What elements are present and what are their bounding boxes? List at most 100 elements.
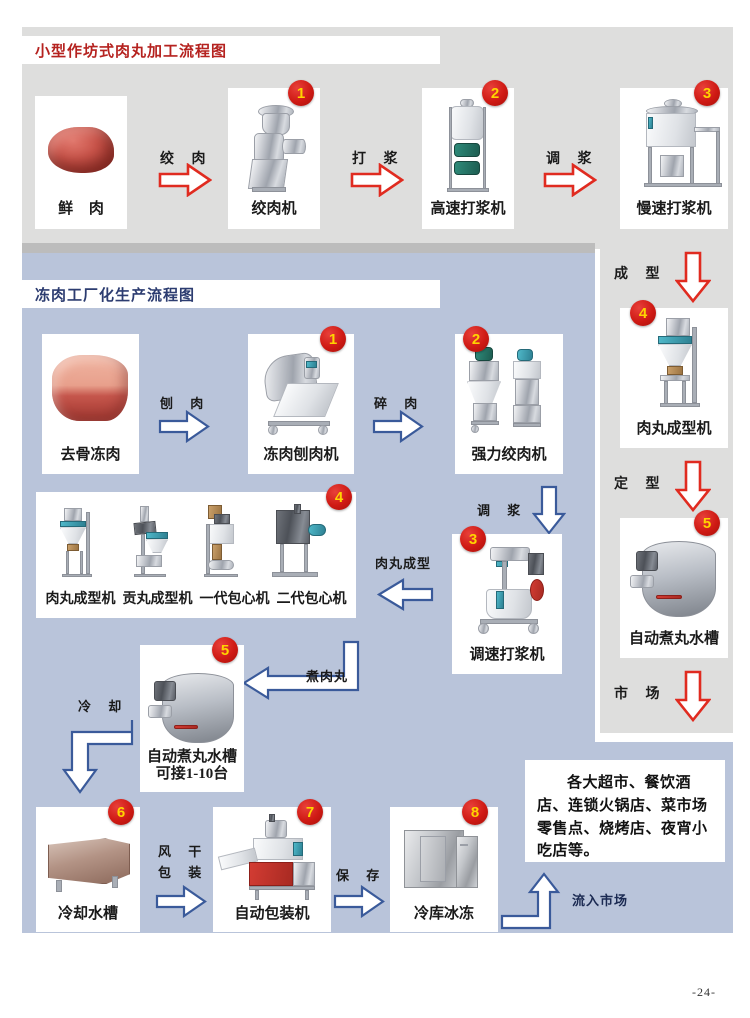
badge-5-right: 5 bbox=[694, 510, 720, 536]
arrow-right-blue-4 bbox=[333, 885, 385, 918]
card-cooling-tank[interactable]: 冷却水槽 6 bbox=[36, 799, 140, 932]
market-text-box: 各大超市、餐饮酒店、连锁火锅店、菜市场零售点、烧烤店、夜宵小吃店等。 bbox=[525, 760, 725, 862]
card-slow-speed-beater[interactable]: 慢速打浆机 3 bbox=[620, 80, 728, 229]
forming-machine-label-2: 贡丸成型机 bbox=[122, 592, 193, 608]
top-section-title: 小型作坊式肉丸加工流程图 bbox=[35, 43, 228, 60]
card-meat-grinder[interactable]: 绞肉机 1 bbox=[228, 80, 320, 229]
arrow-elbow-down-blue bbox=[62, 718, 134, 796]
arrow-elbow-left-blue bbox=[240, 640, 360, 702]
card-auto-boiling-tank-bottom[interactable]: 自动煮丸水槽 可接1-10台 5 bbox=[140, 637, 244, 792]
bottom-section-title-bar: 冻肉工厂化生产流程图 bbox=[22, 280, 440, 308]
arrow-down-red-2 bbox=[675, 460, 711, 512]
market-flow-label: 流入市场 bbox=[572, 893, 629, 908]
card-auto-packing-machine[interactable]: 自动包装机 7 bbox=[213, 799, 331, 932]
step-label-market: 市 场 bbox=[614, 687, 667, 702]
badge-4-right: 4 bbox=[630, 300, 656, 326]
auto-packing-machine-photo bbox=[213, 812, 331, 906]
meat-grinder-photo bbox=[228, 93, 320, 201]
cold-storage-photo bbox=[390, 812, 498, 906]
arrow-right-red-2 bbox=[350, 163, 404, 197]
frozen-meat-slicer-photo bbox=[248, 339, 354, 447]
arrow-down-red-1 bbox=[675, 251, 711, 303]
card-boneless-frozen-meat[interactable]: 去骨冻肉 bbox=[42, 334, 139, 474]
step-label-forming: 肉丸成型 bbox=[375, 556, 432, 571]
arrow-right-red-3 bbox=[543, 163, 597, 197]
card-caption: 自动煮丸水槽 bbox=[628, 631, 719, 648]
card-forming-machines-group[interactable]: 肉丸成型机 贡丸成型机 一代包心机 二代包心机 4 bbox=[36, 484, 356, 618]
step-label-slurry-bottom: 调 浆 bbox=[477, 503, 528, 518]
slow-speed-beater-photo bbox=[620, 93, 728, 201]
card-auto-boiling-tank-right[interactable]: 自动煮丸水槽 5 bbox=[620, 510, 728, 658]
card-caption: 肉丸成型机 bbox=[636, 421, 712, 438]
step-label-cool: 冷 却 bbox=[78, 699, 129, 714]
arrow-down-blue-1 bbox=[532, 485, 566, 535]
step-label-setting: 定 型 bbox=[614, 477, 667, 492]
badge-8: 8 bbox=[462, 799, 488, 825]
forming-machine-label-1: 肉丸成型机 bbox=[45, 592, 116, 608]
card-caption: 冷库冰冻 bbox=[413, 906, 474, 923]
badge-4-bottom: 4 bbox=[326, 484, 352, 510]
card-caption-line1: 自动煮丸水槽 bbox=[146, 748, 237, 765]
badge-3-bottom: 3 bbox=[460, 526, 486, 552]
step-label-packing: 包 装 bbox=[158, 865, 209, 880]
card-caption: 自动包装机 bbox=[234, 906, 310, 923]
auto-boiling-tank-photo bbox=[620, 523, 728, 631]
badge-1-bottom: 1 bbox=[320, 326, 346, 352]
card-caption-line2: 可接1-10台 bbox=[155, 766, 229, 783]
card-variable-speed-beater[interactable]: 调速打浆机 3 bbox=[452, 526, 562, 674]
card-caption: 强力绞肉机 bbox=[471, 447, 547, 464]
card-caption: 冻肉刨肉机 bbox=[263, 447, 339, 464]
forming-machine-label-3: 一代包心机 bbox=[199, 592, 270, 608]
arrow-down-red-3 bbox=[675, 670, 711, 722]
card-caption: 冷却水槽 bbox=[57, 906, 118, 923]
step-label-boil: 煮肉丸 bbox=[306, 669, 349, 684]
market-text: 各大超市、餐饮酒店、连锁火锅店、菜市场零售点、烧烤店、夜宵小吃店等。 bbox=[537, 775, 708, 860]
page-number: -24- bbox=[692, 985, 716, 999]
card-meatball-forming-machine[interactable]: 肉丸成型机 4 bbox=[620, 300, 728, 448]
card-heavy-duty-grinder[interactable]: 强力绞肉机 2 bbox=[455, 326, 563, 474]
card-caption: 绞肉机 bbox=[251, 201, 297, 218]
arrow-left-blue-1 bbox=[376, 578, 434, 611]
section-divider-band bbox=[22, 243, 595, 254]
step-label-crush: 碎 肉 bbox=[374, 396, 425, 411]
top-section-title-bar: 小型作坊式肉丸加工流程图 bbox=[22, 36, 440, 64]
bottom-section-title: 冻肉工厂化生产流程图 bbox=[35, 287, 196, 304]
arrow-up-elbow-blue bbox=[500, 870, 570, 930]
forming-machines-photo bbox=[36, 500, 356, 592]
step-label-air-dry: 风 干 bbox=[158, 844, 209, 859]
badge-1: 1 bbox=[288, 80, 314, 106]
badge-7: 7 bbox=[297, 799, 323, 825]
top-section-background bbox=[22, 27, 733, 249]
meatball-forming-machine-photo bbox=[620, 313, 728, 421]
card-caption: 鲜 肉 bbox=[58, 201, 110, 218]
card-cold-storage[interactable]: 冷库冰冻 8 bbox=[390, 799, 498, 932]
variable-speed-beater-photo bbox=[452, 539, 562, 647]
badge-3: 3 bbox=[694, 80, 720, 106]
badge-2-bottom: 2 bbox=[463, 326, 489, 352]
arrow-right-blue-3 bbox=[155, 885, 207, 918]
card-caption: 慢速打浆机 bbox=[636, 201, 712, 218]
forming-machine-label-4: 二代包心机 bbox=[276, 592, 347, 608]
badge-5-bottom: 5 bbox=[212, 637, 238, 663]
card-caption: 去骨冻肉 bbox=[60, 447, 121, 464]
card-high-speed-beater[interactable]: 高速打浆机 2 bbox=[422, 80, 514, 229]
cooling-tank-photo bbox=[36, 812, 140, 906]
fresh-meat-photo bbox=[35, 101, 127, 201]
auto-boiling-tank-photo bbox=[140, 661, 244, 749]
step-label-slice: 刨 肉 bbox=[160, 396, 211, 411]
card-caption: 高速打浆机 bbox=[430, 201, 506, 218]
step-label-forming-right: 成 型 bbox=[614, 267, 667, 282]
card-fresh-meat[interactable]: 鲜 肉 bbox=[35, 96, 127, 229]
step-label-slurry-top: 调 浆 bbox=[546, 152, 599, 167]
arrow-right-blue-2 bbox=[372, 410, 424, 443]
card-frozen-meat-slicer[interactable]: 冻肉刨肉机 1 bbox=[248, 326, 354, 474]
step-label-store: 保 存 bbox=[336, 868, 387, 883]
arrow-right-red-1 bbox=[158, 163, 212, 197]
step-label-grind: 绞 肉 bbox=[160, 152, 213, 167]
step-label-beating: 打 浆 bbox=[352, 152, 405, 167]
high-speed-beater-photo bbox=[422, 93, 514, 201]
badge-6: 6 bbox=[108, 799, 134, 825]
boneless-frozen-meat-photo bbox=[42, 339, 139, 447]
heavy-duty-grinder-photo bbox=[455, 339, 563, 447]
